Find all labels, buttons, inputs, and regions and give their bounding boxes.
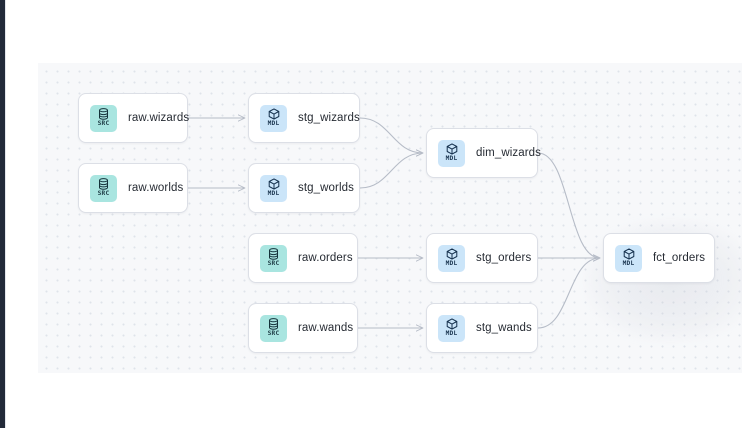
node-kind-label: SRC xyxy=(267,330,280,338)
node-label: raw.wizards xyxy=(128,112,190,124)
node-label: stg_wizards xyxy=(298,112,360,124)
node-label: stg_wands xyxy=(476,322,532,334)
edge-stg-wizards-to-dim-wizards xyxy=(359,117,423,153)
node-kind-label: MDL xyxy=(445,330,458,338)
graph-node-stg-worlds[interactable]: MDL stg_worlds xyxy=(248,163,360,213)
node-kind-label: MDL xyxy=(267,120,280,128)
database-icon: SRC xyxy=(90,104,117,132)
node-kind-label: SRC xyxy=(267,260,280,268)
graph-node-raw-wands[interactable]: SRC raw.wands xyxy=(248,303,358,353)
graph-node-stg-orders[interactable]: MDL stg_orders xyxy=(426,233,538,283)
node-label: dim_wizards xyxy=(476,147,542,159)
graph-node-fct-orders[interactable]: MDL fct_orders xyxy=(603,233,715,283)
cube-icon: MDL xyxy=(438,314,465,342)
node-label: raw.worlds xyxy=(128,182,184,194)
node-label: fct_orders xyxy=(653,252,706,264)
node-label: stg_worlds xyxy=(298,182,354,194)
database-icon: SRC xyxy=(260,244,287,272)
edge-dim-wizards-to-fct-orders xyxy=(537,152,600,258)
node-kind-label: MDL xyxy=(445,260,458,268)
graph-node-raw-wizards[interactable]: SRC raw.wizards xyxy=(78,93,190,143)
app-rail-divider xyxy=(5,0,6,428)
edge-stg-worlds-to-dim-wizards xyxy=(359,153,423,189)
node-kind-label: SRC xyxy=(97,120,110,128)
node-label: stg_orders xyxy=(476,252,532,264)
cube-icon: MDL xyxy=(438,244,465,272)
node-kind-label: MDL xyxy=(622,260,635,268)
database-icon: SRC xyxy=(90,174,117,202)
graph-node-stg-wizards[interactable]: MDL stg_wizards xyxy=(248,93,360,143)
cube-icon: MDL xyxy=(438,139,465,167)
app-sidebar-rail xyxy=(0,0,5,428)
node-kind-label: MDL xyxy=(445,155,458,163)
node-label: raw.orders xyxy=(298,252,353,264)
graph-node-raw-orders[interactable]: SRC raw.orders xyxy=(248,233,358,283)
graph-node-stg-wands[interactable]: MDL stg_wands xyxy=(426,303,538,353)
node-kind-label: SRC xyxy=(97,190,110,198)
cube-icon: MDL xyxy=(260,104,287,132)
graph-node-raw-worlds[interactable]: SRC raw.worlds xyxy=(78,163,188,213)
cube-icon: MDL xyxy=(615,244,642,272)
node-label: raw.wands xyxy=(298,322,354,334)
node-kind-label: MDL xyxy=(267,190,280,198)
graph-node-dim-wizards[interactable]: MDL dim_wizards xyxy=(426,128,542,178)
cube-icon: MDL xyxy=(260,174,287,202)
database-icon: SRC xyxy=(260,314,287,342)
